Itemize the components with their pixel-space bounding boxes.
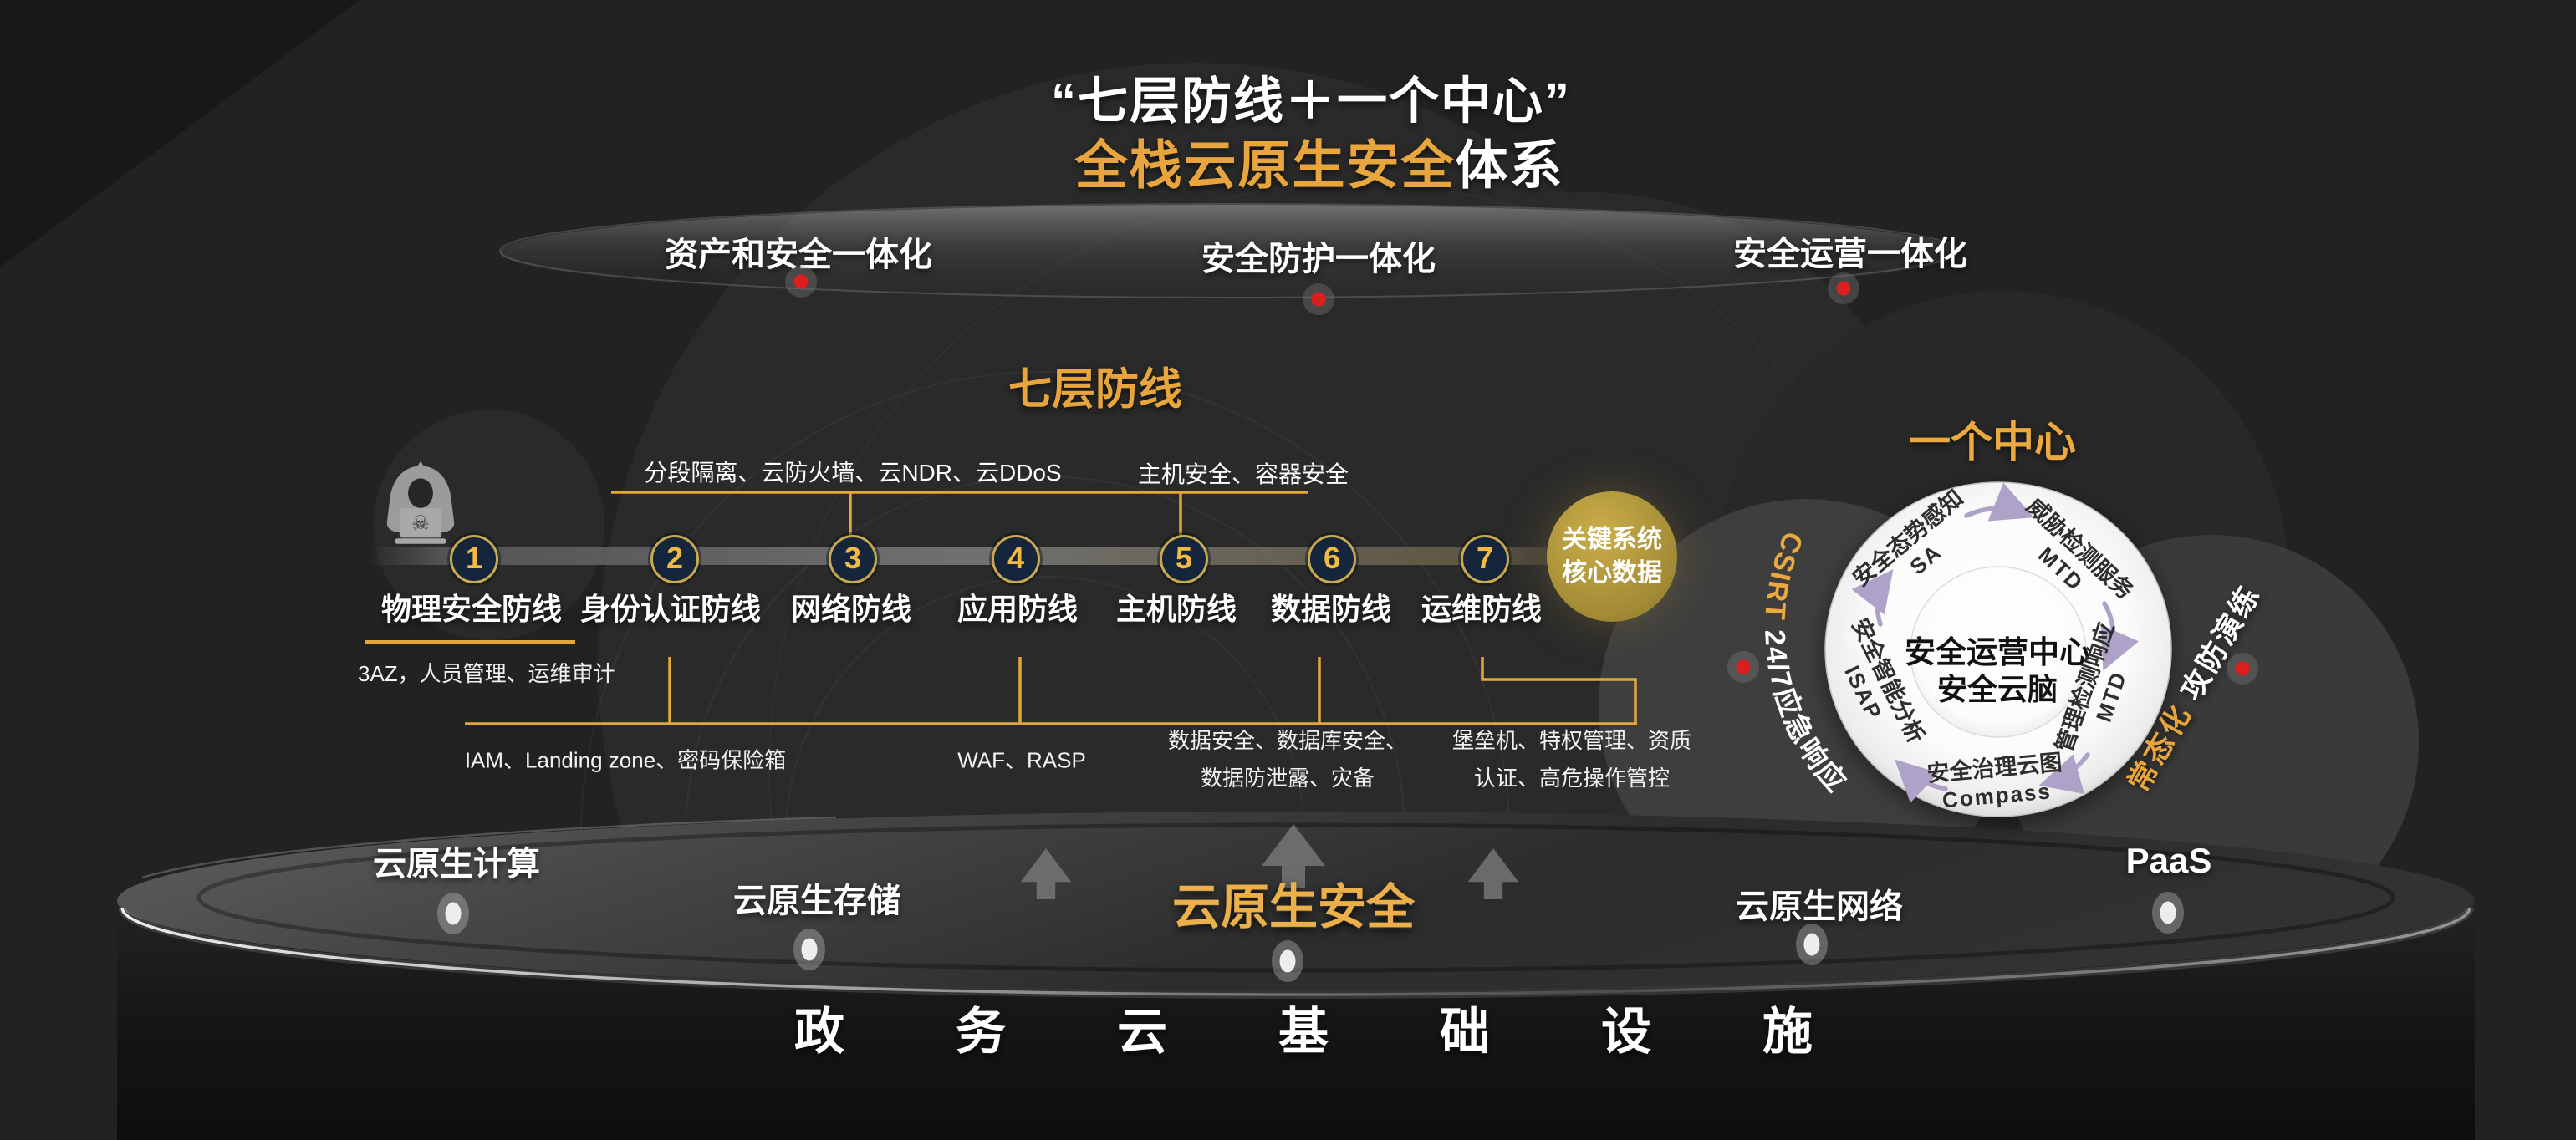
rim-dot-icon	[437, 893, 469, 934]
rim-dot-icon	[793, 929, 825, 970]
base-infrastructure-label: 政务云基础设施	[794, 1004, 1924, 1060]
layer-label-physical: 物理安全防线	[380, 592, 563, 626]
platform-item-network: 云原生网络	[1736, 888, 1903, 925]
iam-tools-label: IAM、Landing zone、密码保险箱	[464, 747, 787, 773]
layer-circle-5: 5	[1160, 535, 1208, 583]
platform-item-compute: 云原生计算	[373, 846, 540, 883]
platform-item-paas: PaaS	[2125, 841, 2212, 880]
red-dot-icon	[1828, 272, 1859, 304]
main-title-gold: 全栈云原生安全	[1074, 136, 1456, 196]
data-security-label: 数据安全、数据库安全、 数据防泄露、灾备	[1167, 728, 1408, 791]
top-label-protection: 安全防护一体化	[1201, 241, 1436, 277]
waf-rasp-label: WAF、RASP	[957, 747, 1086, 773]
top-label-operations: 安全运营一体化	[1733, 236, 1967, 272]
layer-circle-3: 3	[829, 535, 877, 583]
soc-center-label: 安全运营中心 安全云脑	[1905, 635, 2090, 706]
layer-circle-7: 7	[1461, 535, 1509, 583]
rim-dot-icon	[1796, 924, 1828, 965]
layer-label-host: 主机防线	[1115, 592, 1237, 626]
host-container-label: 主机安全、容器安全	[1137, 461, 1349, 487]
one-center-heading: 一个中心	[1909, 419, 2076, 466]
layer-label-data: 数据防线	[1270, 592, 1392, 626]
top-dome-ellipse	[500, 205, 1958, 300]
rim-dot-icon	[2152, 892, 2184, 934]
layer-label-identity: 身份认证防线	[579, 592, 762, 626]
network-tools-label: 分段隔离、云防火墙、云NDR、云DDoS	[644, 460, 1062, 486]
svg-text:☠: ☠	[411, 512, 430, 535]
key-system-circle: 关键系统 核心数据	[1547, 491, 1677, 622]
curved-arrow-icon	[1851, 482, 2140, 803]
seven-lines-heading: 七层防线	[1007, 365, 1183, 415]
top-label-asset-security: 资产和安全一体化	[665, 237, 932, 273]
platform-item-storage: 云原生存储	[733, 883, 900, 919]
layer-circle-2: 2	[650, 535, 699, 583]
red-dot-icon	[1727, 651, 1759, 683]
up-arrow-icon	[1020, 824, 1519, 899]
red-dot-icon	[1303, 283, 1334, 315]
platform-item-security: 云原生安全	[1171, 880, 1416, 934]
platform-disc	[117, 812, 2475, 1140]
ring-label-compass: 安全治理云图 Compass	[1926, 750, 2063, 813]
main-title-line1: “七层防线＋一个中心”	[1051, 73, 1571, 130]
layer-label-ops: 运维防线	[1421, 592, 1543, 626]
corner-shade	[0, 0, 360, 267]
layer-circle-1: 1	[450, 535, 498, 583]
layer-label-application: 应用防线	[956, 592, 1079, 626]
layer-label-network: 网络防线	[790, 592, 912, 626]
layer-circle-6: 6	[1308, 535, 1356, 583]
gold-connectors	[365, 491, 1637, 725]
physical-note: 3AZ，人员管理、运维审计	[358, 661, 615, 686]
main-title-white: 体系	[1455, 136, 1564, 196]
red-dot-icon	[785, 266, 817, 298]
rim-dot-icon	[1272, 940, 1303, 982]
bastion-label: 堡垒机、特权管理、资质 认证、高危操作管控	[1451, 728, 1692, 791]
main-title-line2: 全栈云原生安全体系	[1075, 124, 1564, 200]
hacker-laptop-skull-icon: ☠	[374, 460, 467, 553]
timeline-bar	[368, 547, 1580, 565]
layer-circle-4: 4	[992, 535, 1040, 583]
soc-ring	[1824, 481, 2172, 817]
red-dot-icon	[2227, 653, 2258, 685]
